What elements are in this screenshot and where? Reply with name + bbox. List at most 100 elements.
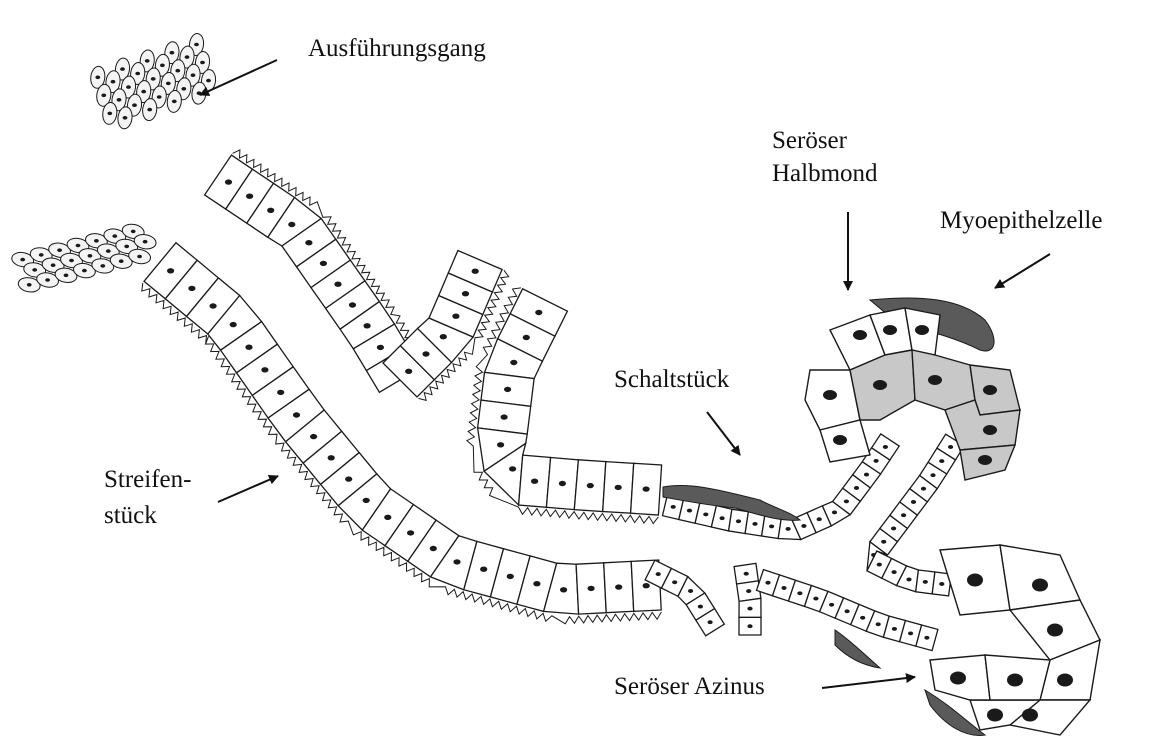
label-seroeser-halbmond-line1: Seröser	[772, 126, 847, 156]
cell-nucleus	[230, 322, 237, 327]
cell-nucleus	[504, 387, 511, 392]
cell-nucleus	[126, 85, 131, 89]
cell-nucleus	[245, 345, 252, 350]
cell-nucleus	[160, 64, 165, 68]
cell-nucleus	[906, 578, 911, 582]
cell-nucleus	[69, 259, 74, 263]
cell-nucleus	[175, 69, 180, 73]
cell-nucleus	[170, 51, 175, 55]
cell-nucleus	[747, 624, 752, 628]
cell-nucleus	[225, 179, 232, 184]
cell-nucleus	[194, 43, 199, 47]
cell-nucleus	[873, 380, 887, 390]
cell-nucleus	[892, 570, 897, 574]
cell-nucleus	[45, 278, 50, 282]
cell-nucleus	[531, 479, 538, 484]
cell-nucleus	[107, 112, 112, 116]
cell-nucleus	[781, 586, 786, 590]
cell-nucleus	[143, 240, 148, 244]
cell-nucleus	[967, 574, 983, 587]
cell-nucleus	[883, 325, 897, 335]
cell-nucleus	[32, 268, 37, 272]
cell-nucleus	[523, 335, 530, 340]
cell-nucleus	[874, 459, 879, 463]
intercalated-duct	[645, 434, 964, 668]
cell-nucleus	[310, 434, 317, 439]
cell-nucleus	[188, 286, 195, 291]
cell-nucleus	[157, 95, 162, 99]
cell-nucleus	[615, 584, 622, 589]
cell-nucleus	[588, 586, 595, 591]
cell-nucleus	[921, 487, 926, 491]
cell-nucleus	[123, 116, 128, 120]
cell-nucleus	[786, 527, 791, 531]
cell-nucleus	[587, 483, 594, 488]
cell-nucleus	[82, 269, 87, 273]
cell-nucleus	[829, 603, 834, 607]
cell-nucleus	[51, 263, 56, 267]
cell-nucleus	[1007, 674, 1023, 687]
cell-nucleus	[76, 244, 81, 248]
cell-nucleus	[615, 485, 622, 490]
cell-nucleus	[345, 476, 352, 481]
cell-nucleus	[88, 254, 93, 258]
cell-nucleus	[453, 559, 460, 564]
cell-nucleus	[797, 591, 802, 595]
label-streifenstueck-line2: stück	[104, 501, 157, 531]
cell-nucleus	[405, 369, 412, 374]
cell-nucleus	[210, 303, 217, 308]
cell-nucleus	[507, 574, 514, 579]
cell-nucleus	[20, 258, 25, 262]
cell-nucleus	[1032, 579, 1048, 592]
cell-nucleus	[687, 509, 692, 513]
label-streifenstueck-line1: Streifen-	[104, 465, 191, 495]
cell-nucleus	[132, 103, 137, 107]
cell-nucleus	[535, 310, 542, 315]
serous-demilune-acinus	[805, 298, 1020, 480]
cell-nucleus	[703, 512, 708, 516]
myoepithelial-cell	[835, 630, 880, 668]
label-schaltstueck: Schaltstück	[614, 365, 729, 395]
cell-nucleus	[135, 72, 140, 76]
striated-duct-middle	[467, 288, 662, 524]
cell-nucleus	[111, 80, 116, 84]
cell-nucleus	[131, 230, 136, 234]
cell-nucleus	[106, 249, 111, 253]
cell-nucleus	[39, 253, 44, 257]
cell-nucleus	[112, 234, 117, 238]
cell-nucleus	[688, 589, 693, 593]
cell-nucleus	[377, 345, 384, 350]
cell-nucleus	[1047, 624, 1063, 637]
arrow-streifenstueck	[218, 476, 278, 502]
cell-nucleus	[853, 330, 867, 340]
cell-nucleus	[883, 445, 888, 449]
cell-nucleus	[901, 513, 906, 517]
serous-acinar-cell	[1000, 545, 1080, 610]
cell-nucleus	[181, 87, 186, 91]
cell-nucleus	[95, 76, 100, 80]
cell-nucleus	[497, 442, 504, 447]
cell-nucleus	[533, 581, 540, 586]
cell-nucleus	[27, 283, 32, 287]
cell-nucleus	[752, 522, 757, 526]
cell-nucleus	[246, 194, 253, 199]
cell-nucleus	[950, 672, 966, 685]
cell-nucleus	[987, 709, 1003, 722]
arrow-myoepithelzelle	[995, 254, 1050, 288]
cell-nucleus	[167, 268, 174, 273]
cell-nucleus	[708, 620, 713, 624]
cell-nucleus	[349, 302, 356, 307]
cell-nucleus	[881, 540, 886, 544]
cell-nucleus	[860, 616, 865, 620]
cell-nucleus	[117, 98, 122, 102]
cell-nucleus	[817, 517, 822, 521]
cell-nucleus	[137, 255, 142, 259]
cell-nucleus	[928, 375, 942, 385]
cell-nucleus	[765, 581, 770, 585]
cell-nucleus	[983, 385, 997, 395]
cell-nucleus	[908, 631, 913, 635]
cell-nucleus	[769, 524, 774, 528]
cell-nucleus	[440, 334, 447, 339]
label-ausfuehrungsgang: Ausführungsgang	[308, 34, 486, 64]
cell-nucleus	[1022, 709, 1038, 722]
